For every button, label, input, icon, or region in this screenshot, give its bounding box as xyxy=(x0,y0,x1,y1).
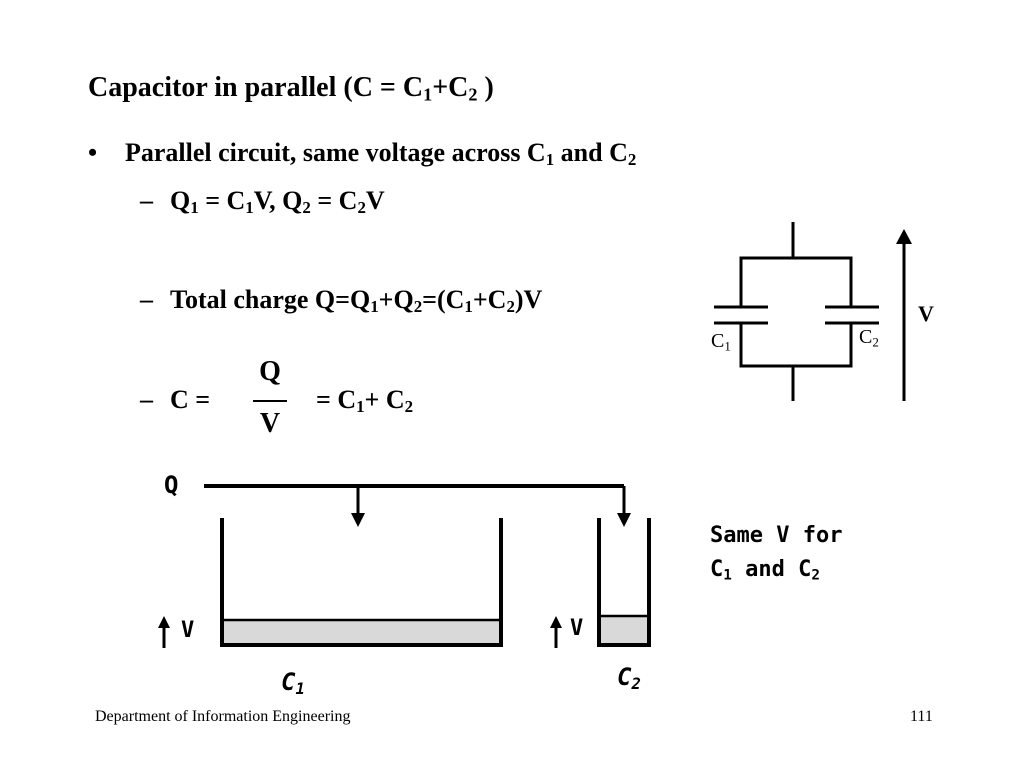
circuit-bottom-wire xyxy=(739,323,853,368)
footer-page-number: 111 xyxy=(910,708,933,725)
c1-fill-level xyxy=(222,620,501,645)
c1-tank xyxy=(220,518,503,647)
tank-v-left-label: V xyxy=(181,618,195,643)
fraction-denominator: V xyxy=(259,408,281,439)
capacitance-result: = C1+ C2 xyxy=(316,385,414,417)
note-line-1: Same V for xyxy=(710,523,843,548)
feed-c1-arrow-head xyxy=(351,513,365,527)
tank-v-right-label: V xyxy=(570,616,584,641)
slide-title: Capacitor in parallel (C = C1+C2 ) xyxy=(88,72,494,105)
tank-q-label: Q xyxy=(164,471,179,499)
sub-bullet-charges: –Q1 = C1V, Q2 = C2V xyxy=(140,186,385,218)
circuit-c2-label: C2 xyxy=(859,326,879,350)
fraction-numerator: Q xyxy=(259,356,281,387)
feed-c2-arrow-head xyxy=(617,513,631,527)
v-right-arrow-head xyxy=(550,616,562,628)
same-voltage-note: Same V for C1 and C2 xyxy=(710,519,842,587)
sub-bullet-capacitance: –C = xyxy=(140,385,211,414)
c2-tank xyxy=(597,518,651,647)
c2-fill-level xyxy=(599,616,649,645)
note-line-2: C1 and C2 xyxy=(710,557,820,584)
voltage-arrow-head xyxy=(896,229,912,244)
tank-analogy-diagram xyxy=(158,484,651,648)
fraction-bar xyxy=(253,400,287,402)
bullet-parallel-circuit: •Parallel circuit, same voltage across C… xyxy=(88,138,637,170)
circuit-top-wire xyxy=(739,256,853,307)
circuit-c1-label: C1 xyxy=(711,330,731,354)
circuit-v-label: V xyxy=(918,301,934,326)
parallel-circuit-diagram xyxy=(714,222,906,401)
v-left-arrow-head xyxy=(158,616,170,628)
tank-c1-label: C1 xyxy=(281,668,305,698)
footer-department: Department of Information Engineering xyxy=(95,708,351,725)
sub-bullet-total-charge: –Total charge Q=Q1+Q2=(C1+C2)V xyxy=(140,285,543,317)
tank-c2-label: C2 xyxy=(617,663,641,693)
